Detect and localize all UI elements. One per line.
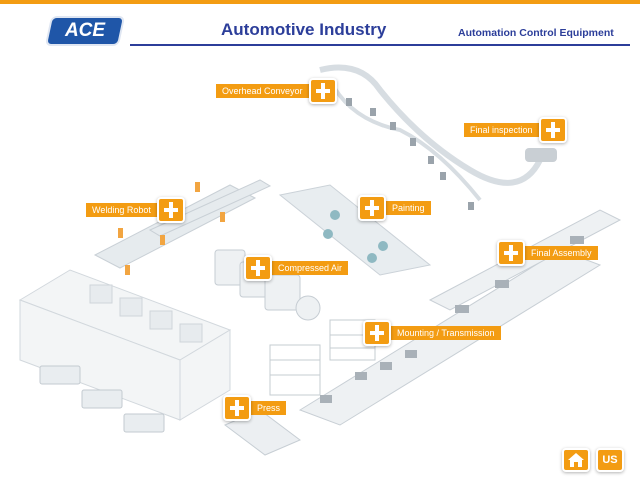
hotspot-final-assembly[interactable]: Final Assembly xyxy=(497,240,598,266)
plus-icon xyxy=(358,195,386,221)
hotspot-label: Painting xyxy=(386,201,431,215)
page-subtitle: Automation Control Equipment xyxy=(458,27,614,39)
home-icon xyxy=(568,453,584,467)
us-button[interactable]: US xyxy=(596,448,624,472)
top-accent-bar xyxy=(0,0,640,4)
plus-icon xyxy=(538,117,567,143)
hotspot-painting[interactable]: Painting xyxy=(358,195,431,221)
hotspot-final-inspection[interactable]: Final inspection xyxy=(464,117,567,143)
hotspot-overhead-conveyor[interactable]: Overhead Conveyor xyxy=(216,78,337,104)
hotspot-compressed-air[interactable]: Compressed Air xyxy=(244,255,349,281)
hotspot-label: Mounting / Transmission xyxy=(391,326,501,340)
hotspot-label: Overhead Conveyor xyxy=(216,84,309,98)
hotspot-label: Press xyxy=(251,401,287,415)
ace-logo[interactable]: ACE xyxy=(47,18,123,44)
title-divider xyxy=(130,44,630,46)
page-title: Automotive Industry xyxy=(221,20,387,39)
plus-icon xyxy=(497,240,525,266)
home-button[interactable] xyxy=(562,448,590,472)
hotspot-label: Final inspection xyxy=(464,123,539,137)
hotspot-label: Compressed Air xyxy=(272,261,349,275)
logo-text: ACE xyxy=(64,20,106,41)
plus-icon xyxy=(156,197,185,223)
plus-icon xyxy=(363,320,391,346)
hotspot-press[interactable]: Press xyxy=(223,395,287,421)
hotspot-label: Welding Robot xyxy=(86,203,157,217)
hotspot-label: Final Assembly xyxy=(525,246,598,260)
plus-icon xyxy=(244,255,272,281)
plus-icon xyxy=(308,78,337,104)
hotspot-welding-robot[interactable]: Welding Robot xyxy=(86,197,185,223)
hotspot-mounting-transmission[interactable]: Mounting / Transmission xyxy=(363,320,501,346)
plus-icon xyxy=(223,395,251,421)
